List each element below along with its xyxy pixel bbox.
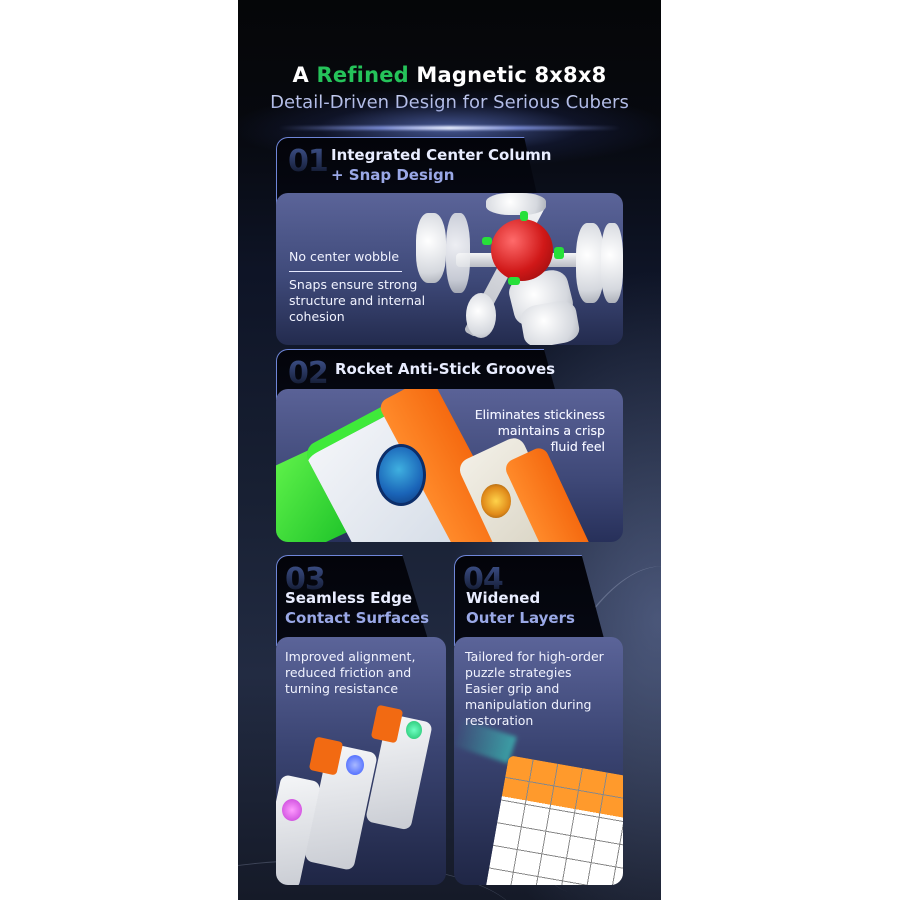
feature-body: No center wobble Snaps ensure strong str… <box>276 193 623 345</box>
feature-title: Seamless Edge <box>285 589 413 607</box>
feature-number: 01 <box>288 144 329 179</box>
center-core-illustration <box>416 193 623 345</box>
product-feature-panel: A Refined Magnetic 8x8x8 Detail-Driven D… <box>238 0 661 900</box>
feature-point: Tailored for high-order puzzle strategie… <box>465 649 604 680</box>
feature-point: Eliminates stickiness maintains a crisp … <box>474 407 605 454</box>
feature-body: Eliminates stickiness maintains a crisp … <box>276 389 623 542</box>
feature-point: Improved alignment, reduced friction and… <box>285 649 416 696</box>
feature-title: Widened <box>466 589 541 607</box>
glow-divider <box>278 126 621 130</box>
feature-number: 04 <box>463 562 504 597</box>
feature-point: Snaps ensure strong structure and intern… <box>289 277 426 324</box>
hero-header: A Refined Magnetic 8x8x8 Detail-Driven D… <box>238 60 661 116</box>
feature-point: Easier grip and manipulation during rest… <box>465 681 592 728</box>
point-divider <box>289 271 402 272</box>
hero-title: A Refined Magnetic 8x8x8 <box>238 60 661 90</box>
feature-card-02: 02 Rocket Anti-Stick Grooves Eliminates … <box>276 349 623 542</box>
edge-pieces-illustration <box>276 637 446 885</box>
feature-body: Tailored for high-order puzzle strategie… <box>454 637 623 885</box>
red-core-ball <box>491 219 553 281</box>
feature-card-03: 03 Seamless Edge Contact Surfaces Improv… <box>276 555 446 885</box>
hero-subtitle: Detail-Driven Design for Serious Cubers <box>238 90 661 116</box>
hero-title-accent: Refined <box>316 63 409 87</box>
feature-title: Rocket Anti-Stick Grooves <box>335 360 556 378</box>
feature-number: 02 <box>288 356 329 391</box>
feature-tab <box>454 555 606 646</box>
feature-title: Integrated Center Column <box>331 146 552 164</box>
feature-point: No center wobble <box>289 249 400 264</box>
feature-subtitle: Outer Layers <box>466 609 575 627</box>
feature-tab <box>276 555 430 646</box>
hero-title-suffix: Magnetic 8x8x8 <box>416 63 607 87</box>
feature-number: 03 <box>285 562 326 597</box>
feature-card-01: 01 Integrated Center Column + Snap Desig… <box>276 137 623 345</box>
feature-body: Improved alignment, reduced friction and… <box>276 637 446 885</box>
feature-point: Eliminates stickiness maintains a crisp … <box>474 407 605 454</box>
feature-card-04: 04 Widened Outer Layers Tailored for hig… <box>454 555 623 885</box>
feature-subtitle: Contact Surfaces <box>285 609 430 627</box>
feature-subtitle: + Snap Design <box>331 166 455 184</box>
hero-title-prefix: A <box>292 63 309 87</box>
anti-stick-piece-illustration <box>276 389 623 542</box>
